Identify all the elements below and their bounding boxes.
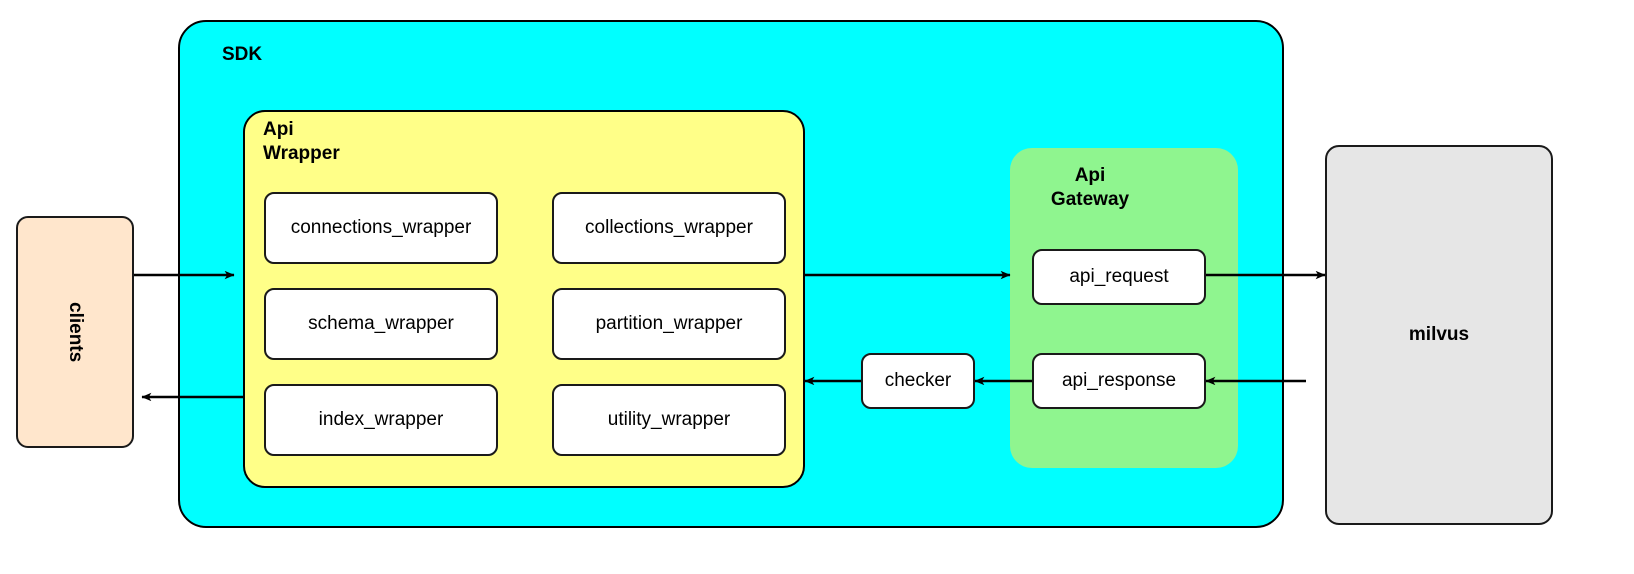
sdk-title: SDK xyxy=(222,44,263,65)
milvus-box[interactable]: milvus xyxy=(1325,145,1553,525)
node-api-request[interactable]: api_request xyxy=(1032,249,1206,305)
node-api-response[interactable]: api_response xyxy=(1032,353,1206,409)
node-partition-wrapper[interactable]: partition_wrapper xyxy=(552,288,786,360)
node-collections-wrapper[interactable]: collections_wrapper xyxy=(552,192,786,264)
clients-label: clients xyxy=(65,301,86,363)
node-utility-wrapper[interactable]: utility_wrapper xyxy=(552,384,786,456)
node-index-wrapper[interactable]: index_wrapper xyxy=(264,384,498,456)
api-gateway-container[interactable] xyxy=(1010,148,1238,468)
node-checker[interactable]: checker xyxy=(861,353,975,409)
api-gateway-title: Api Gateway xyxy=(1050,165,1130,210)
node-schema-wrapper[interactable]: schema_wrapper xyxy=(264,288,498,360)
milvus-label: milvus xyxy=(1408,324,1470,345)
api-wrapper-title: Api Wrapper xyxy=(263,119,340,164)
clients-box[interactable]: clients xyxy=(16,216,134,448)
node-connections-wrapper[interactable]: connections_wrapper xyxy=(264,192,498,264)
